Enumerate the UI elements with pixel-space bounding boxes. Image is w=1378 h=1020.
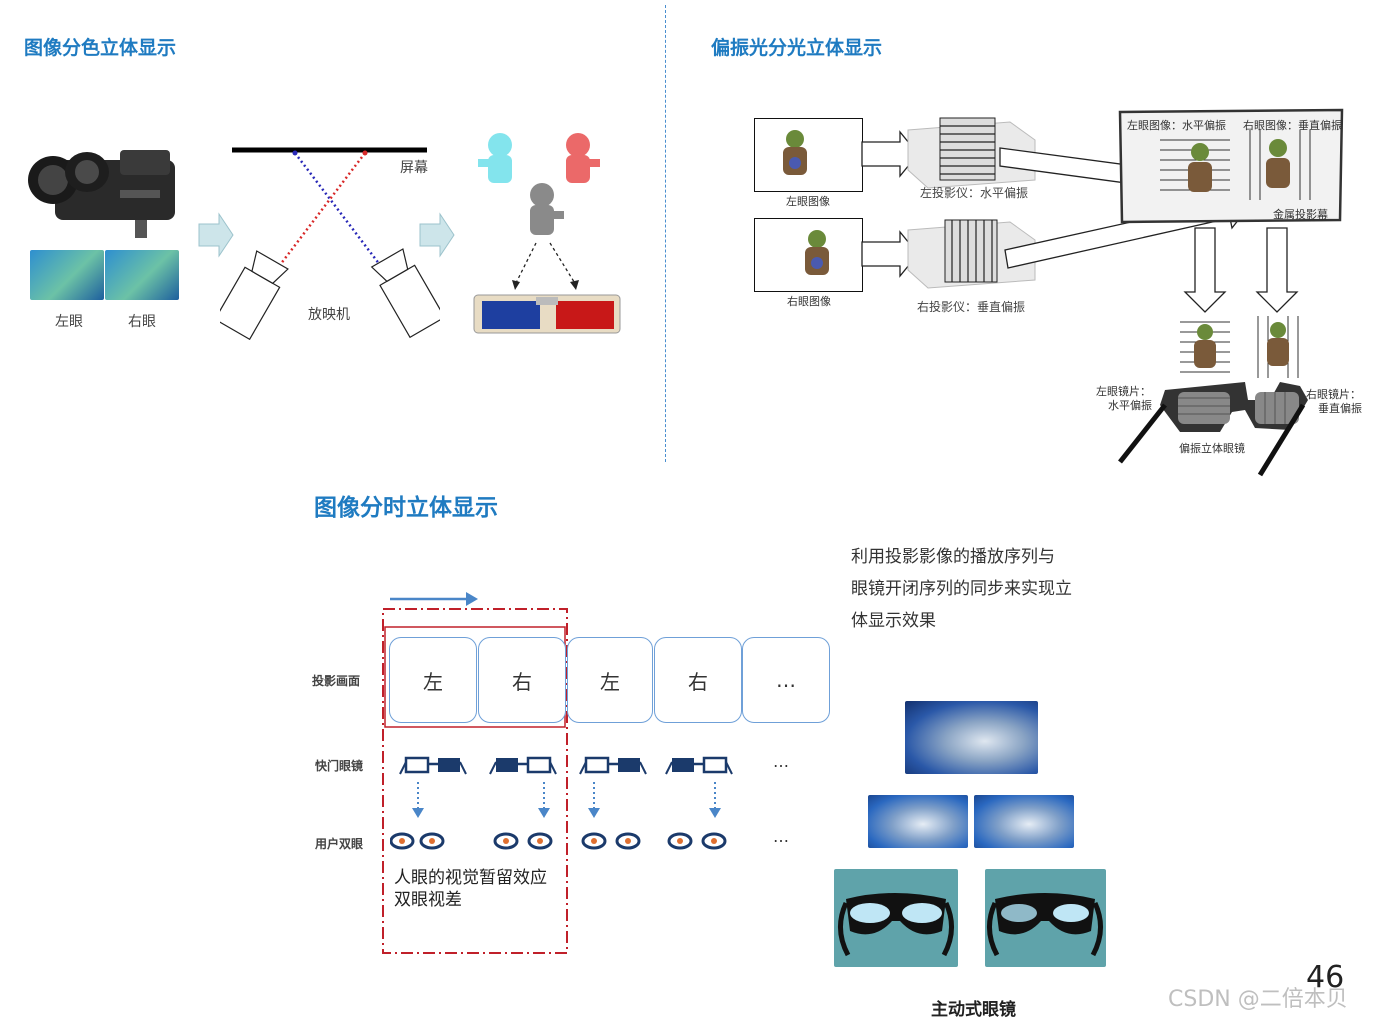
blue-ray <box>294 152 381 266</box>
shutter-glasses-icon-2 <box>489 756 557 775</box>
shark-3d-photo <box>905 701 1038 774</box>
anaglyph-title: 图像分色立体显示 <box>24 37 177 59</box>
polarized-glasses-label: 偏振立体眼镜 <box>1179 442 1245 455</box>
frame-right-2: 右 <box>654 637 742 723</box>
flow-arrow-2 <box>419 212 455 258</box>
note-line-2: 双眼视差 <box>394 890 462 910</box>
desc-line-3: 体显示效果 <box>851 611 936 631</box>
right-lens-label: 右眼镜片： <box>1306 388 1361 401</box>
section-divider <box>665 5 666 462</box>
shutter-glasses-icon-4 <box>665 756 733 775</box>
row-label-projection: 投影画面 <box>312 674 361 688</box>
active-glasses-photo-left <box>834 869 958 967</box>
left-image-label: 左眼图像 <box>786 195 830 208</box>
left-image-box <box>754 118 863 192</box>
frame-ellipsis: … <box>742 637 830 723</box>
gray-figure <box>530 183 564 235</box>
right-projector <box>370 248 440 339</box>
left-projector-icon <box>907 117 1036 189</box>
active-glasses-icon-left <box>838 893 954 957</box>
stereo-camera-image <box>28 150 175 238</box>
flow-arrow-1 <box>198 212 234 258</box>
left-eye-thumbnail <box>30 250 104 300</box>
desc-line-1: 利用投影影像的播放序列与 <box>851 547 1055 567</box>
left-eye-label: 左眼 <box>55 314 83 330</box>
csdn-watermark: CSDN @二倍本贝 <box>1168 987 1348 1012</box>
shutter-glasses-icon-1 <box>399 756 467 775</box>
red-figure <box>566 133 600 183</box>
shutter-sequence <box>390 756 733 850</box>
projection-diagram <box>220 147 440 340</box>
red-blue-glasses-icon <box>473 294 621 334</box>
right-eye-label: 右眼 <box>128 314 156 330</box>
metal-screen-label: 金属投影幕 <box>1273 208 1328 221</box>
goblin-figure-left <box>783 130 807 175</box>
cyan-figure <box>478 133 512 183</box>
time-title: 图像分时立体显示 <box>314 495 498 521</box>
active-glasses-photo-right <box>985 869 1106 967</box>
metal-screen-icon <box>1118 108 1344 224</box>
polarized-glasses-icon <box>1118 382 1308 477</box>
right-eye-thumbnail <box>105 250 179 300</box>
active-glasses-caption: 主动式眼镜 <box>931 1000 1016 1020</box>
right-projector-label: 右投影仪：垂直偏振 <box>917 300 1026 314</box>
left-projector-label: 左投影仪：水平偏振 <box>920 186 1029 200</box>
right-image-box <box>754 218 863 292</box>
left-lens-label: 左眼镜片： <box>1096 385 1151 398</box>
page-number: 46 <box>1306 960 1345 995</box>
frame-left-1: 左 <box>389 637 477 723</box>
desc-line-2: 眼镜开闭序列的同步来实现立 <box>851 579 1072 599</box>
polarized-title: 偏振光分光立体显示 <box>711 37 883 59</box>
shutter-ellipsis: … <box>773 752 789 771</box>
row-label-shutter: 快门眼镜 <box>315 759 364 773</box>
projector-label: 放映机 <box>308 307 350 323</box>
left-lens-sub-label: 水平偏振 <box>1108 399 1152 412</box>
right-image-label: 右眼图像 <box>787 295 831 308</box>
right-lens-sub-label: 垂直偏振 <box>1318 402 1362 415</box>
row-label-eyes: 用户双眼 <box>315 837 364 851</box>
frame-right-1: 右 <box>478 637 566 723</box>
left-projector <box>220 250 289 340</box>
eyes-ellipsis: … <box>773 827 789 846</box>
shark-right-photo <box>974 795 1074 848</box>
screen-right-label: 右眼图像：垂直偏振 <box>1243 119 1342 132</box>
right-projector-icon <box>907 219 1036 289</box>
red-ray <box>279 152 366 266</box>
screen-label: 屏幕 <box>400 160 428 176</box>
goblin-figure-right <box>805 230 829 275</box>
eyes-icon-group <box>390 832 727 850</box>
shutter-glasses-icon-3 <box>579 756 647 775</box>
polarized-diagram <box>861 108 1344 477</box>
active-glasses-icon-right <box>987 893 1103 957</box>
shark-left-photo <box>868 795 968 848</box>
frame-left-2: 左 <box>567 637 653 723</box>
screen-left-label: 左眼图像：水平偏振 <box>1127 119 1226 132</box>
note-line-1: 人眼的视觉暂留效应 <box>394 868 547 888</box>
anaglyph-result <box>473 133 621 334</box>
time-direction-arrow <box>390 592 478 606</box>
